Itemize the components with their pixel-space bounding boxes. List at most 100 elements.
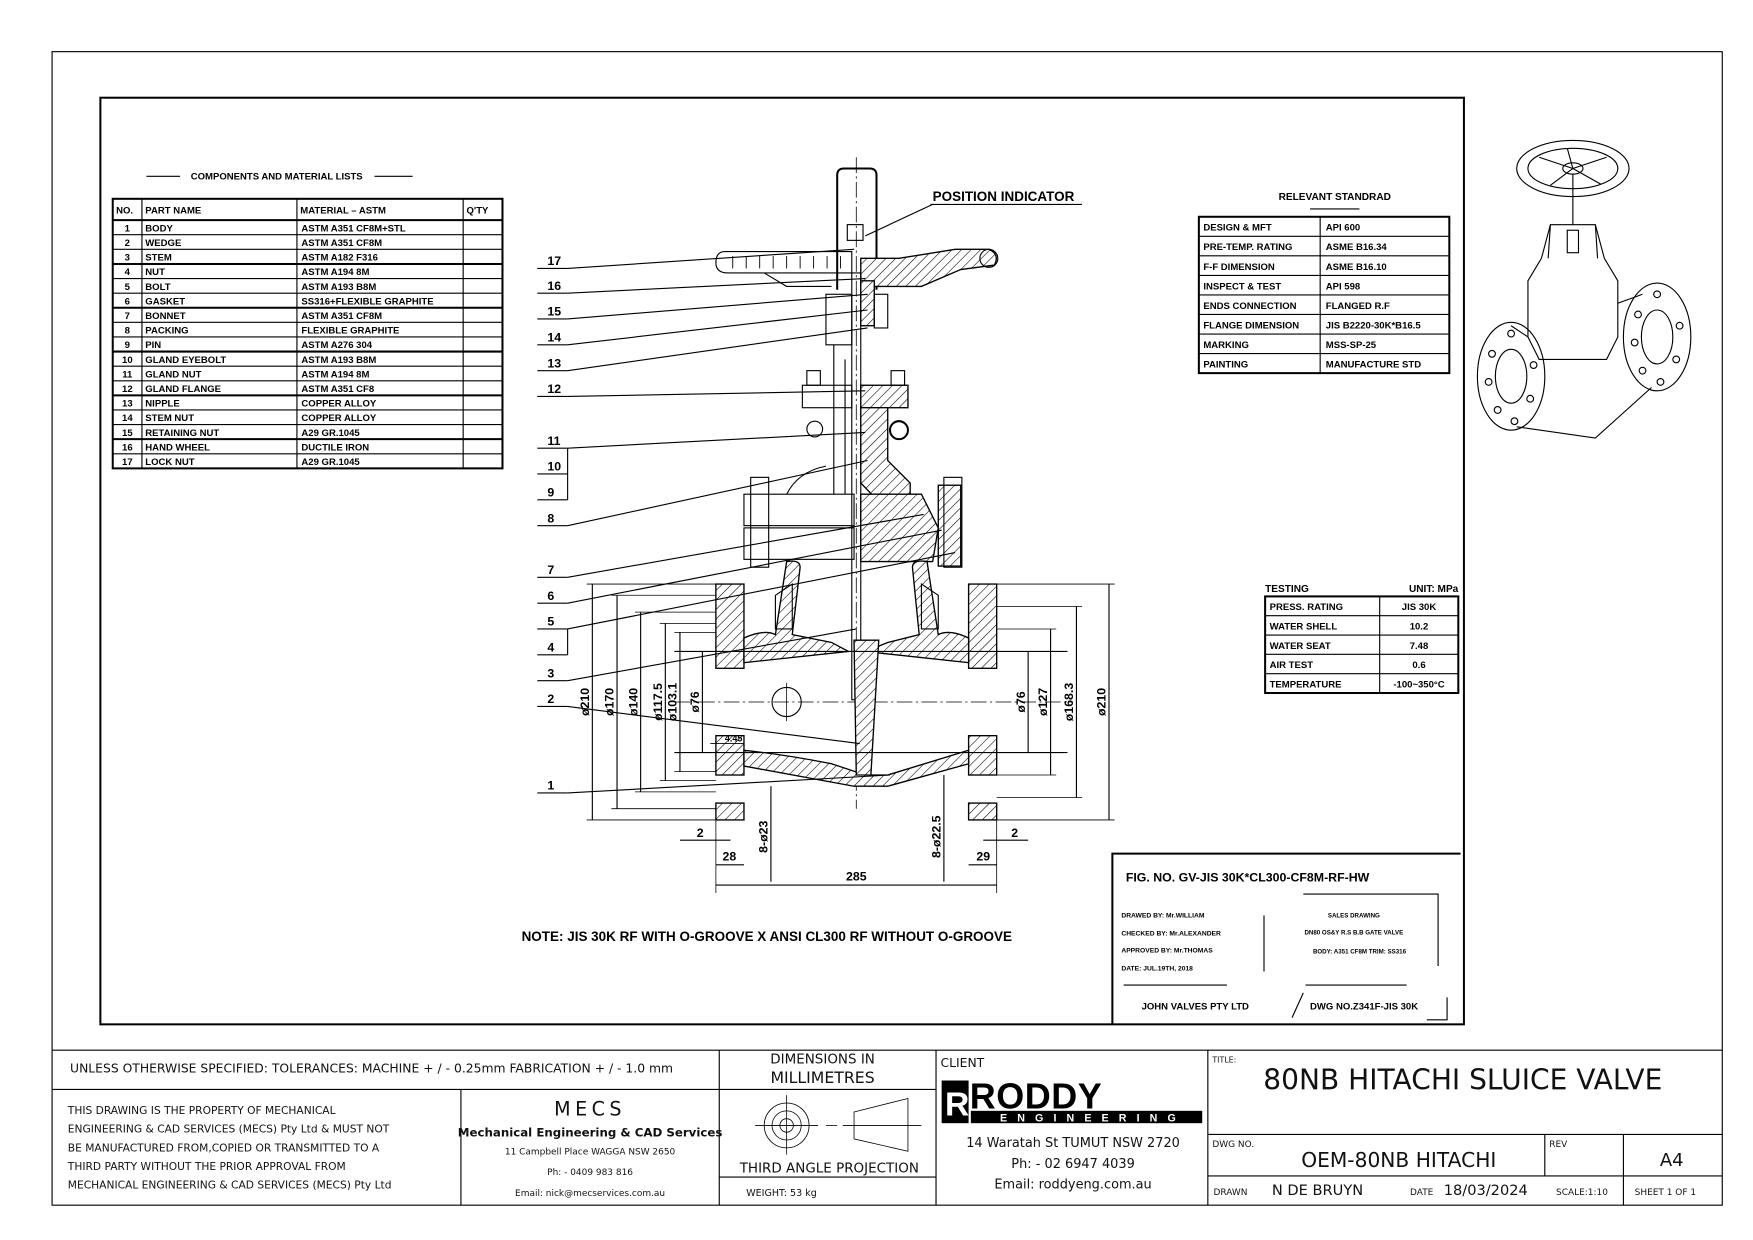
dimension: ø210 [578,583,716,821]
dimension: ø76 [688,651,716,753]
leader-number: 8 [547,511,554,525]
table-header: NO. [116,205,133,216]
leader-callout: 17 [537,248,855,270]
row-label: FLANGE DIMENSION [1203,320,1299,331]
approved-by: APPROVED BY: Mr.THOMAS [1121,947,1213,954]
date-label: DATE [1410,1188,1434,1198]
table-row: TEMPERATURE-100~350°C [1265,673,1459,690]
part-name: STEM [145,253,172,264]
leader-callout: 15 [537,293,868,320]
part-name: GLAND EYEBOLT [145,355,226,366]
part-material: ASTM A194 8M [301,267,369,278]
roddy-logo: R RODDY ENGINEERING [941,1076,1203,1125]
leader-callout: 11 [537,431,866,449]
leader-callout: 7 [537,513,924,578]
part-number: 10 [122,355,133,366]
projection-label: THIRD ANGLE PROJECTION [739,1161,919,1177]
part-name: PIN [145,340,161,351]
leader-line [567,309,868,346]
leader-number: 2 [547,692,554,706]
part-name: BOLT [145,282,170,293]
dimension-label: 4.45 [725,733,742,743]
drawn-label: DRAWN [1213,1188,1247,1198]
leader-callout: 2 [537,692,860,745]
part-name: GLAND NUT [145,369,201,380]
position-indicator-label: POSITION INDICATOR [933,189,1075,204]
leader-callout: 1 [537,774,891,794]
mecs-phone: Ph: - 0409 983 816 [547,1168,633,1178]
part-name: NUT [145,267,165,278]
part-material: DUCTILE IRON [301,442,369,453]
title-block-text: UNLESS OTHERWISE SPECIFIED: TOLERANCES: … [67,1052,1696,1200]
row-label: INSPECT & TEST [1203,281,1281,292]
row-value: API 598 [1326,281,1360,292]
part-name: HAND WHEEL [145,442,210,453]
dimension: ø170 [603,594,716,810]
row-value: MSS-SP-25 [1326,340,1377,351]
drawn-by: DRAWED BY: Mr.WILLIAM [1121,913,1205,920]
sales-drawing: SALES DRAWING [1328,913,1380,920]
company-name: JOHN VALVES PTY LTD [1142,1002,1249,1013]
row-value: ASME B16.10 [1326,262,1387,273]
mecs-name: Mechanical Engineering & CAD Services [458,1126,723,1140]
row-label: F-F DIMENSION [1203,262,1275,273]
valve-section-view: POSITION INDICATOR [674,157,1083,821]
part-number: 4 [125,267,131,278]
row-label: PAINTING [1203,360,1248,371]
drawing-note: NOTE: JIS 30K RF WITH O-GROOVE X ANSI CL… [522,929,1012,944]
isometric-valve-view [1476,139,1692,439]
leader-line [567,277,866,294]
property-notice-line: THIRD PARTY WITHOUT THE PRIOR APPROVAL F… [67,1160,346,1173]
property-notice-line: THIS DRAWING IS THE PROPERTY OF MECHANIC… [67,1104,336,1117]
tolerances-note: UNLESS OTHERWISE SPECIFIED: TOLERANCES: … [70,1062,673,1076]
fig-desc-1: DN80 OS&Y R.S B.B GATE VALVE [1304,929,1403,936]
part-material: COPPER ALLOY [301,413,376,424]
components-table: COMPONENTS AND MATERIAL LISTS NO.PART NA… [111,172,504,470]
table-header: Q'TY [467,205,490,216]
leader-callout: 13 [537,327,868,372]
leader-callout: 4 [537,640,568,656]
row-value: JIS B2220-30K*B16.5 [1326,320,1422,331]
property-notice-line: MECHANICAL ENGINEERING & CAD SERVICES (M… [68,1178,392,1191]
leader-number: 14 [547,330,561,344]
part-number: 3 [125,253,130,264]
part-name: BONNET [145,311,185,322]
leader-callout: 3 [537,628,857,682]
client-address: 14 Waratah St TUMUT NSW 2720 [966,1136,1180,1151]
dimension: ø76 [996,651,1034,753]
dimension: ø168.3 [996,606,1083,798]
dimension-label: 2 [697,826,704,840]
part-material: ASTM A193 B8M [301,355,376,366]
part-number: 2 [125,238,130,249]
leader-number: 12 [547,382,561,396]
row-value: JIS 30K [1402,602,1437,613]
part-number: 1 [125,223,131,234]
part-name: BODY [145,223,173,234]
dwg-no-label: DWG NO. [1212,1140,1254,1150]
rev-label: REV [1549,1140,1568,1150]
leader-number: 13 [547,356,561,370]
part-number: 14 [122,413,133,424]
dwg-no: OEM-80NB HITACHI [1301,1148,1496,1172]
leader-number: 6 [547,589,554,603]
table-row: FLANGE DIMENSION JIS B2220-30K*B16.5 [1198,313,1450,331]
mecs-logo: MECS [554,1097,626,1120]
fig-date: DATE: JUL.19TH, 2018 [1121,965,1193,972]
title-block [52,1049,1723,1206]
table-row: INSPECT & TEST API 598 [1198,274,1450,292]
drawing-frame [99,96,1465,1026]
